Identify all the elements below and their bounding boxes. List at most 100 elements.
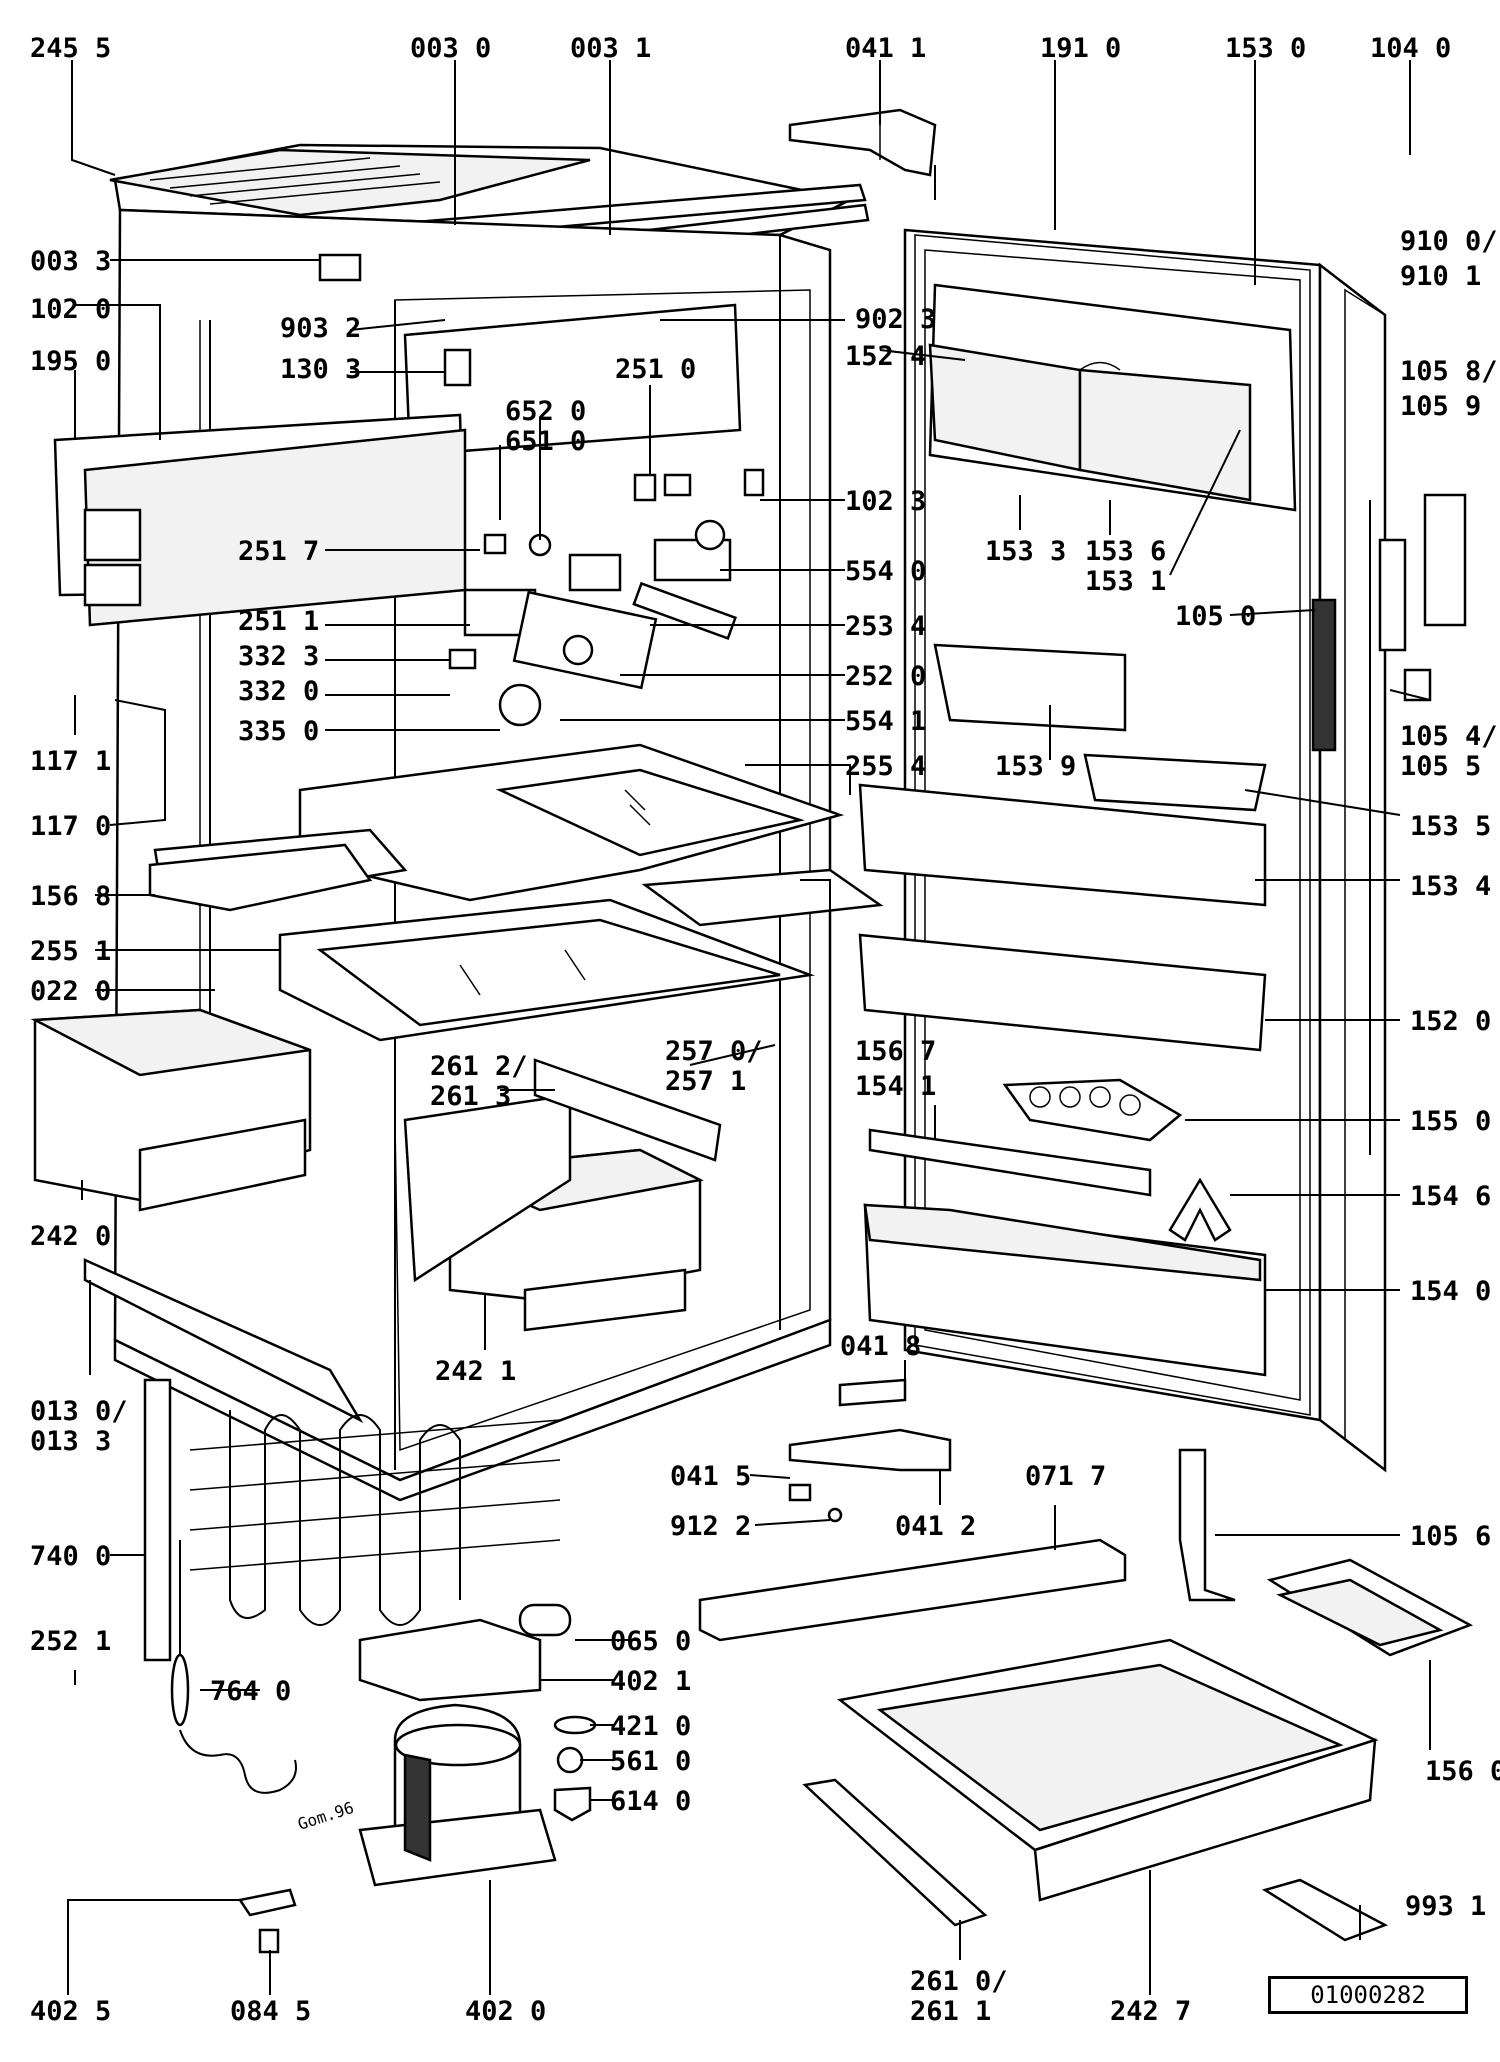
part-label: 257 1	[665, 1066, 746, 1097]
leveling-foot	[237, 1888, 297, 1917]
part-label: 003 3	[30, 246, 111, 277]
part-label: 191 0	[1040, 33, 1121, 64]
part-label: 105 4/	[1400, 721, 1498, 752]
part-label: 902 3	[855, 304, 936, 335]
part-label: 255 1	[30, 936, 111, 967]
part-label: 421 0	[610, 1711, 691, 1742]
document-id-box: 01000282	[1268, 1976, 1468, 2014]
part-label: 253 4	[845, 611, 926, 642]
part-label: 332 3	[238, 641, 319, 672]
part-label: 740 0	[30, 1541, 111, 1572]
part-label: 335 0	[238, 716, 319, 747]
part-label: 105 6	[1410, 1521, 1491, 1552]
part-label: 242 1	[435, 1356, 516, 1387]
part-label: 554 1	[845, 706, 926, 737]
part-label: 255 4	[845, 751, 926, 782]
part-label: 013 3	[30, 1426, 111, 1457]
evaporator-door	[53, 413, 467, 627]
part-label: 402 1	[610, 1666, 691, 1697]
condenser	[143, 1378, 561, 1662]
part-label: 154 6	[1410, 1181, 1491, 1212]
drafter-signature: Gom.96	[295, 1798, 356, 1834]
part-label: 153 4	[1410, 871, 1491, 902]
part-label: 153 0	[1225, 33, 1306, 64]
part-label: 554 0	[845, 556, 926, 587]
part-label: 156 7	[855, 1036, 936, 1067]
part-label: 195 0	[30, 346, 111, 377]
part-label: 104 0	[1370, 33, 1451, 64]
door-bins	[858, 643, 1267, 1377]
part-label: 102 3	[845, 486, 926, 517]
part-label: 013 0/	[30, 1396, 128, 1427]
part-label: 084 5	[230, 1996, 311, 2027]
part-label: 105 8/	[1400, 356, 1498, 387]
part-label: 912 2	[670, 1511, 751, 1542]
part-label: 041 1	[845, 33, 926, 64]
part-label: 261 0/	[910, 1966, 1008, 1997]
foot-screw	[258, 1928, 280, 1954]
part-label: 155 0	[1410, 1106, 1491, 1137]
part-label: 071 7	[1025, 1461, 1106, 1492]
part-label: 903 2	[280, 313, 361, 344]
part-label: 257 0/	[665, 1036, 763, 1067]
top-grille	[109, 148, 591, 217]
part-label: 242 7	[1110, 1996, 1191, 2027]
bottom-hinge	[788, 1378, 952, 1523]
part-label: 153 1	[1085, 566, 1166, 597]
leader-lines	[67, 60, 1431, 1995]
door-bin-top	[928, 283, 1297, 512]
bracket	[1178, 1448, 1236, 1602]
kick-plate	[83, 1258, 364, 1424]
part-label: 561 0	[610, 1746, 691, 1777]
part-label: 041 8	[840, 1331, 921, 1362]
part-label: 156 8	[30, 881, 111, 912]
crisper-drawers	[30, 1008, 704, 1332]
part-label: 652 0	[505, 396, 586, 427]
part-label: 252 0	[845, 661, 926, 692]
part-label: 245 5	[30, 33, 111, 64]
ice-scraper	[1261, 1878, 1389, 1942]
bottle-retainer	[868, 1128, 1152, 1197]
part-label: 910 0/	[1400, 226, 1498, 257]
part-label: 651 0	[505, 426, 586, 457]
part-label: 156 0	[1425, 1756, 1500, 1787]
ice-tray	[1266, 1558, 1474, 1657]
part-label: 252 1	[30, 1626, 111, 1657]
part-label: 154 1	[855, 1071, 936, 1102]
part-label: 153 5	[1410, 811, 1491, 842]
part-label: 117 0	[30, 811, 111, 842]
part-label: 153 6	[1085, 536, 1166, 567]
refrigerator-door	[903, 228, 1387, 1473]
part-label: 105 0	[1175, 601, 1256, 632]
drip-pan	[802, 1778, 988, 1927]
part-label: 764 0	[210, 1676, 291, 1707]
part-label: 041 2	[895, 1511, 976, 1542]
part-label: 910 1	[1400, 261, 1481, 292]
glass-shelves	[148, 743, 884, 1042]
part-label: 251 0	[615, 354, 696, 385]
part-label: 003 1	[570, 33, 651, 64]
part-label: 261 3	[430, 1081, 511, 1112]
part-label: 242 0	[30, 1221, 111, 1252]
top-hinge	[788, 108, 937, 200]
part-label: 105 5	[1400, 751, 1481, 782]
part-label: 105 9	[1400, 391, 1481, 422]
part-label: 261 2/	[430, 1051, 528, 1082]
egg-tray	[1002, 1078, 1183, 1142]
part-label: 022 0	[30, 976, 111, 1007]
door-hinge-parts	[1378, 493, 1467, 702]
compressor-relays	[358, 1603, 597, 1822]
part-label: 152 4	[845, 341, 926, 372]
part-label: 153 9	[995, 751, 1076, 782]
freezer-tray	[837, 1638, 1379, 1902]
capillary-tube	[170, 1540, 297, 1794]
part-label: 402 5	[30, 1996, 111, 2027]
part-label: 117 1	[30, 746, 111, 777]
part-label: 993 1	[1405, 1891, 1486, 1922]
bottom-cover	[698, 1538, 1127, 1642]
part-label: 041 5	[670, 1461, 751, 1492]
part-label: 102 0	[30, 294, 111, 325]
compressor	[358, 1703, 557, 1887]
